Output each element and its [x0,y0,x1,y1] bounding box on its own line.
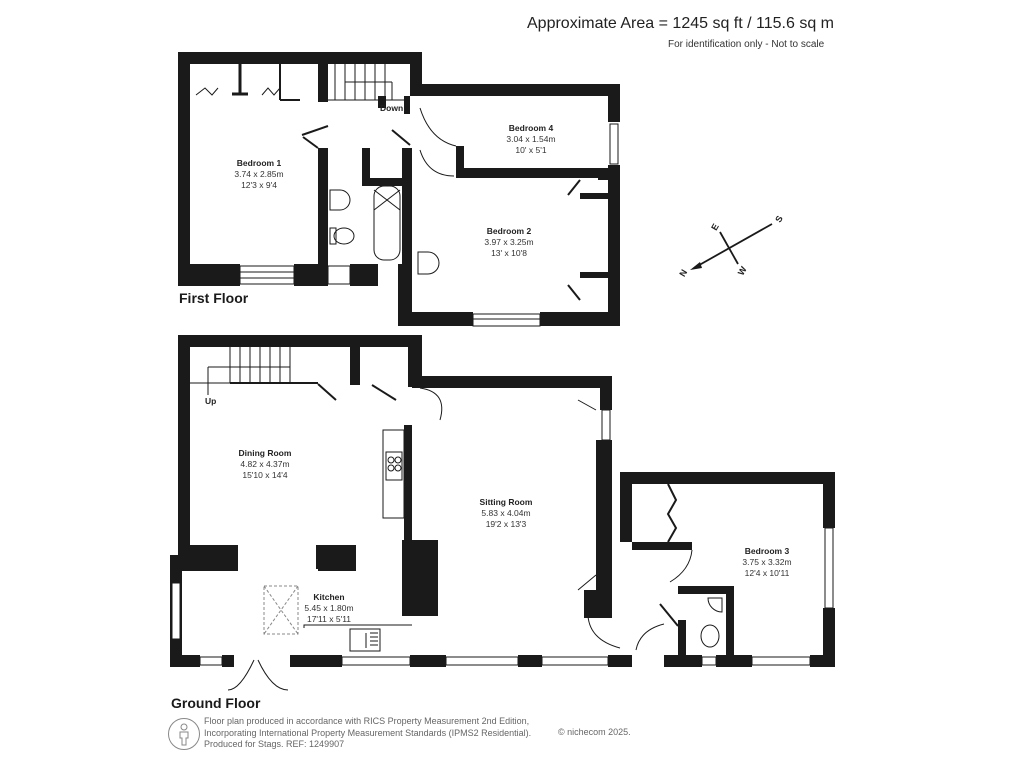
room-imperial: 19'2 x 13'3 [485,519,527,529]
room-name: Dining Room [238,448,292,458]
room-imperial: 13' x 10'8 [491,248,527,258]
room-name: Kitchen [313,592,345,602]
ground-floor-label: Ground Floor [171,695,261,711]
room-label-dining-room: Dining Room 4.82 x 4.37m 15'10 x 14'4 [220,448,310,481]
room-label-kitchen: Kitchen 5.45 x 1.80m 17'11 x 5'11 [284,592,374,625]
approximate-area-title: Approximate Area = 1245 sq ft / 115.6 sq… [527,15,834,32]
room-imperial: 12'3 x 9'4 [241,180,277,190]
room-imperial: 17'11 x 5'11 [306,614,352,624]
room-imperial: 15'10 x 14'4 [242,470,288,480]
compass: S E W N [660,200,790,305]
room-name: Bedroom 3 [744,546,790,556]
room-name: Sitting Room [479,497,533,507]
rics-statement: Floor plan produced in accordance with R… [204,716,531,751]
room-label-sitting-room: Sitting Room 5.83 x 4.04m 19'2 x 13'3 [461,497,551,530]
room-name: Bedroom 2 [486,226,532,236]
room-metric: 3.74 x 2.85m [234,169,284,179]
first-floor-walls [178,52,620,326]
room-metric: 3.75 x 3.32m [742,557,792,567]
footer-line-1: Floor plan produced in accordance with R… [204,716,530,726]
room-name: Bedroom 4 [508,123,554,133]
footer-line-3: Produced for Stags. REF: 1249907 [204,739,345,749]
copyright: © nichecom 2025. [558,727,631,737]
room-label-bedroom-2: Bedroom 2 3.97 x 3.25m 13' x 10'8 [464,226,554,259]
first-floor-label: First Floor [179,290,249,306]
stairs-down-label: Down [380,103,404,113]
room-label-bedroom-1: Bedroom 1 3.74 x 2.85m 12'3 x 9'4 [214,158,304,191]
room-metric: 5.83 x 4.04m [481,508,531,518]
room-metric: 5.45 x 1.80m [304,603,354,613]
person-icon [168,718,200,750]
footer: Floor plan produced in accordance with R… [168,716,648,764]
room-imperial: 12'4 x 10'11 [744,568,790,578]
room-name: Bedroom 1 [236,158,282,168]
room-metric: 4.82 x 4.37m [240,459,290,469]
compass-arrow-icon [690,223,773,270]
room-label-bedroom-3: Bedroom 3 3.75 x 3.32m 12'4 x 10'11 [722,546,812,579]
first-floor-details [195,64,619,327]
room-imperial: 10' x 5'1 [515,145,547,155]
room-metric: 3.97 x 3.25m [484,237,534,247]
footer-line-2: Incorporating International Property Mea… [204,727,532,738]
room-label-bedroom-4: Bedroom 4 3.04 x 1.54m 10' x 5'1 [486,123,576,156]
ground-floor-details [171,347,834,691]
identification-note: For identification only - Not to scale [668,39,825,50]
stairs-up-label: Up [205,396,217,406]
room-metric: 3.04 x 1.54m [506,134,556,144]
